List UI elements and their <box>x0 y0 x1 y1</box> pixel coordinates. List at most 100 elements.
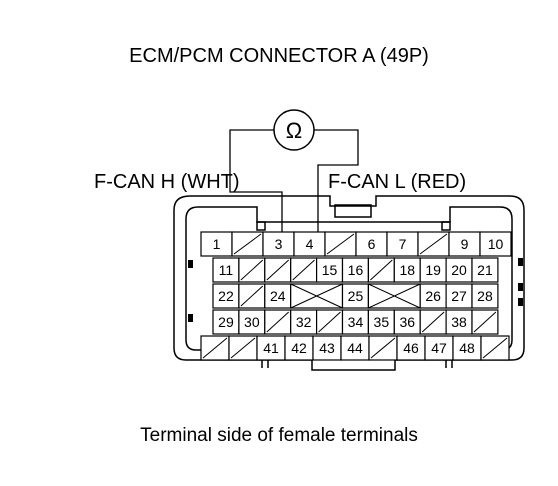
terminal-20: 20 <box>445 257 473 283</box>
terminal-number: 16 <box>348 262 364 278</box>
lead-wire-h <box>229 129 283 232</box>
terminal-blank-0-7 <box>417 231 450 257</box>
unused-slash <box>318 311 341 333</box>
terminal-blank-1-1 <box>238 257 266 283</box>
terminal-number: 47 <box>431 340 447 356</box>
latch <box>334 204 372 218</box>
terminal-blank-1-2 <box>264 257 292 283</box>
unused-slash <box>419 233 448 255</box>
unused-slash <box>266 259 290 281</box>
terminal-blank-2-1 <box>238 283 266 309</box>
terminal-cell <box>200 231 233 257</box>
unused-slash <box>266 311 290 333</box>
terminal-30: 30 <box>238 309 266 335</box>
terminal-cell <box>471 257 499 283</box>
terminal-number: 25 <box>348 288 364 304</box>
terminal-41: 41 <box>256 335 286 361</box>
terminal-number: 7 <box>399 236 407 252</box>
f-can-h-label: F-CAN H (WHT) <box>94 171 240 193</box>
terminal-number: 27 <box>451 288 467 304</box>
unused-slash <box>482 337 508 359</box>
terminal-36: 36 <box>393 309 421 335</box>
terminal-blank-0-1 <box>231 231 264 257</box>
terminal-number: 46 <box>403 340 419 356</box>
unused-slash <box>326 233 355 255</box>
housing-keys <box>188 258 523 322</box>
terminal-number: 11 <box>219 262 234 278</box>
terminal-cell <box>290 309 318 335</box>
terminal-number: 34 <box>348 314 364 330</box>
unused-slash <box>473 311 497 333</box>
terminal-number: 10 <box>488 236 504 252</box>
terminal-cell <box>284 335 314 361</box>
terminal-blank-0-4 <box>324 231 357 257</box>
terminal-29: 29 <box>212 309 240 335</box>
f-can-l-label: F-CAN L (RED) <box>328 171 467 193</box>
lock-tab-right <box>441 221 451 231</box>
terminal-number: 6 <box>368 236 376 252</box>
terminal-28: 28 <box>471 283 499 309</box>
unused-slash <box>370 337 396 359</box>
terminal-46: 46 <box>396 335 426 361</box>
terminal-18: 18 <box>393 257 421 283</box>
terminal-blank-4-1 <box>228 335 258 361</box>
terminal-cell <box>312 335 342 361</box>
key-left-2 <box>188 314 193 322</box>
terminal-number: 48 <box>459 340 475 356</box>
terminal-cell <box>238 309 266 335</box>
terminal-24: 24 <box>264 283 292 309</box>
terminal-cell <box>256 335 286 361</box>
terminal-21: 21 <box>471 257 499 283</box>
terminal-number: 32 <box>296 314 312 330</box>
terminal-cell <box>419 257 447 283</box>
terminal-number: 29 <box>218 314 234 330</box>
terminal-number: 19 <box>425 262 441 278</box>
terminal-cell <box>445 309 473 335</box>
terminal-number: 42 <box>291 340 307 356</box>
unused-slash <box>240 259 264 281</box>
terminal-number: 38 <box>451 314 467 330</box>
terminal-number: 30 <box>244 314 260 330</box>
terminal-6: 6 <box>355 231 388 257</box>
terminal-cell <box>341 309 369 335</box>
terminal-19: 19 <box>419 257 447 283</box>
terminal-35: 35 <box>367 309 395 335</box>
terminal-number: 15 <box>322 262 338 278</box>
terminal-blank-1-6 <box>367 257 395 283</box>
diagram-caption: Terminal side of female terminals <box>140 425 418 446</box>
terminal-number: 22 <box>218 288 234 304</box>
terminal-cross-2-3 <box>290 283 344 309</box>
terminal-number: 24 <box>270 288 286 304</box>
terminal-42: 42 <box>284 335 314 361</box>
unused-slash <box>233 233 262 255</box>
unused-slash <box>202 337 228 359</box>
terminal-cell <box>445 283 473 309</box>
terminal-blank-4-6 <box>368 335 398 361</box>
terminal-44: 44 <box>340 335 370 361</box>
terminal-number: 18 <box>399 262 415 278</box>
terminal-cross-2-5 <box>367 283 421 309</box>
terminal-blank-3-2 <box>264 309 292 335</box>
terminal-number: 4 <box>306 236 314 252</box>
terminal-cell <box>452 335 482 361</box>
terminal-number: 44 <box>347 340 363 356</box>
lead-wire-l <box>314 129 359 232</box>
terminal-38: 38 <box>445 309 473 335</box>
terminal-9: 9 <box>448 231 481 257</box>
terminal-25: 25 <box>341 283 369 309</box>
ohmmeter: Ω <box>229 109 359 232</box>
terminal-number: 20 <box>451 262 467 278</box>
terminal-cell <box>212 283 240 309</box>
unused-slash <box>230 337 256 359</box>
terminal-cell <box>471 283 499 309</box>
terminal-number: 28 <box>477 288 493 304</box>
terminal-15: 15 <box>316 257 344 283</box>
terminal-number: 21 <box>477 262 493 278</box>
terminal-number: 26 <box>425 288 441 304</box>
terminal-47: 47 <box>424 335 454 361</box>
terminal-16: 16 <box>341 257 369 283</box>
key-left-1 <box>188 260 193 268</box>
terminal-11: 11 <box>212 257 240 283</box>
